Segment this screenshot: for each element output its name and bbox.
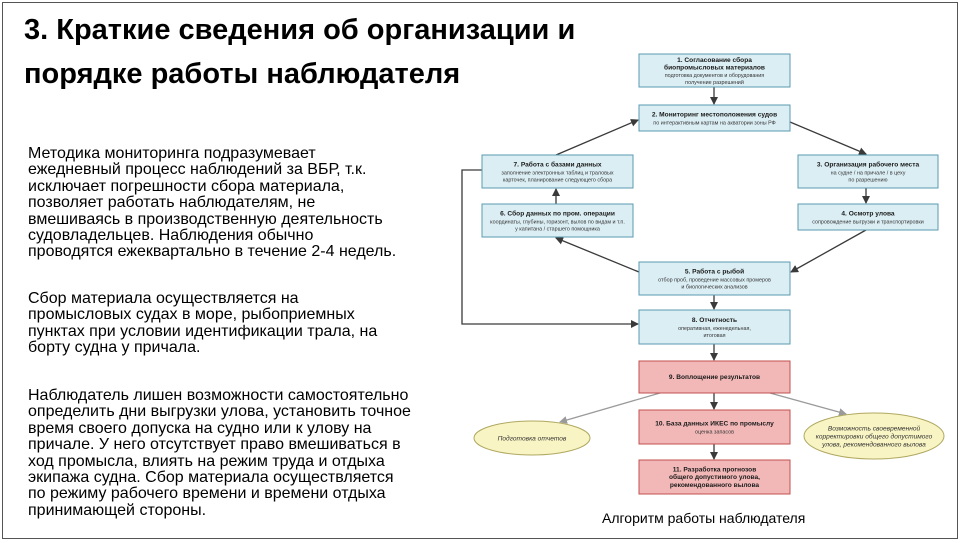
arrow-2-to-3 bbox=[789, 121, 867, 155]
flow-box-subtitle: получение разрешений bbox=[685, 79, 744, 86]
paragraph-collection-sites: Сбор материала осуществляется на промысл… bbox=[28, 290, 378, 357]
flow-ellipse-text: улова, рекомендованного вылова bbox=[821, 441, 926, 449]
flow-node-n8: 8. Отчетность оперативная, еженедельная,и… bbox=[638, 309, 791, 345]
flow-ellipse-text: корректировки общего допустимого bbox=[816, 433, 933, 441]
flow-box-shape bbox=[638, 409, 791, 445]
flow-ellipse-text: Возможность своевременной bbox=[828, 425, 921, 433]
flow-box-shape bbox=[481, 154, 634, 189]
arrow-4-to-5 bbox=[790, 229, 867, 273]
flow-box-title: 5. Работа с рыбой bbox=[685, 268, 744, 276]
flow-box-subtitle: координаты, глубины, горизонт, вылов по … bbox=[490, 219, 625, 225]
flow-box-subtitle: оперативная, еженедельная, bbox=[678, 326, 751, 332]
flow-box-subtitle: по разрешению bbox=[848, 177, 887, 183]
arrow-7-to-2 bbox=[555, 119, 639, 156]
flow-box-subtitle: отбор проб, проведение массовых промеров bbox=[658, 277, 771, 283]
flow-box-shape bbox=[638, 261, 791, 296]
flow-node-n9: 9. Воплощение результатов bbox=[638, 360, 791, 394]
flow-box-shape bbox=[638, 53, 791, 88]
flow-box-subtitle: сопровождение выгрузки и транспортировки bbox=[812, 219, 923, 225]
flow-box-title: 6. Сбор данных по пром. операции bbox=[500, 210, 615, 218]
flow-ellipse-text: Подготовка отчетов bbox=[498, 435, 567, 443]
flow-box-title: биопромысловых материалов bbox=[664, 64, 765, 72]
flow-box-subtitle: по интерактивным картам на акватории зон… bbox=[653, 120, 775, 126]
flow-box-title: рекомендованного вылова bbox=[670, 482, 760, 489]
flow-ellipse-shape bbox=[803, 412, 945, 460]
flow-box-shape bbox=[638, 104, 791, 132]
flow-box-title: 11. Разработка прогнозов bbox=[673, 466, 757, 474]
flow-box-title: 9. Воплощение результатов bbox=[669, 374, 760, 381]
flow-box-subtitle: и биологических анализов bbox=[681, 284, 747, 290]
arrow-5-to-6 bbox=[555, 236, 640, 273]
flow-box-subtitle: на судне / на причале / в цеху bbox=[831, 170, 906, 176]
flow-ellipse-shape bbox=[473, 420, 591, 456]
flow-box-title: 4. Осмотр улова bbox=[841, 211, 895, 218]
flow-box-shape bbox=[638, 309, 791, 345]
diagram-caption: Алгоритм работы наблюдателя bbox=[602, 510, 806, 526]
flow-box-subtitle: заполнение электронных таблиц и траловых bbox=[501, 170, 613, 176]
flow-box-shape bbox=[638, 459, 791, 495]
flow-node-e1: Подготовка отчетов bbox=[473, 420, 591, 456]
flow-box-title: 3. Организация рабочего места bbox=[817, 161, 920, 169]
flow-box-subtitle: подготовка документов и оборудования bbox=[665, 73, 765, 79]
flow-node-n6: 6. Сбор данных по пром. операциикоордина… bbox=[481, 203, 634, 238]
arrow-7-to-8 bbox=[461, 169, 639, 328]
flow-box-shape bbox=[481, 203, 634, 238]
flow-box-subtitle: карточек, планирование следующего сбора bbox=[503, 177, 612, 183]
slide-title: 3. Краткие сведения об организации и пор… bbox=[24, 14, 576, 90]
arrow-9-to-reports bbox=[559, 392, 661, 424]
flow-box-shape bbox=[638, 360, 791, 394]
flow-box-shape bbox=[797, 203, 939, 231]
flow-box-title: 8. Отчетность bbox=[692, 317, 737, 324]
paragraph-observer-limits: Наблюдатель лишен возможности самостояте… bbox=[28, 387, 411, 519]
arrow-9-to-correction bbox=[769, 392, 847, 416]
flow-box-subtitle: оценка запасов bbox=[695, 429, 734, 435]
paragraph-methodology: Методика мониторинга подразумевает ежедн… bbox=[28, 145, 397, 261]
flow-box-title: общего допустимого улова, bbox=[669, 473, 760, 481]
flow-box-shape bbox=[797, 154, 939, 189]
flow-box-title: 1. Согласование сбора bbox=[677, 56, 752, 64]
flow-box-subtitle: итоговая bbox=[704, 333, 726, 339]
flow-box-subtitle: у капитана / старшего помощника bbox=[515, 226, 600, 232]
flow-box-title: 7. Работа с базами данных bbox=[513, 161, 601, 169]
flow-box-title: 2. Мониторинг местоположения судов bbox=[652, 112, 777, 119]
flow-box-title: 10. База данных ИКЕС по промыслу bbox=[655, 421, 774, 428]
